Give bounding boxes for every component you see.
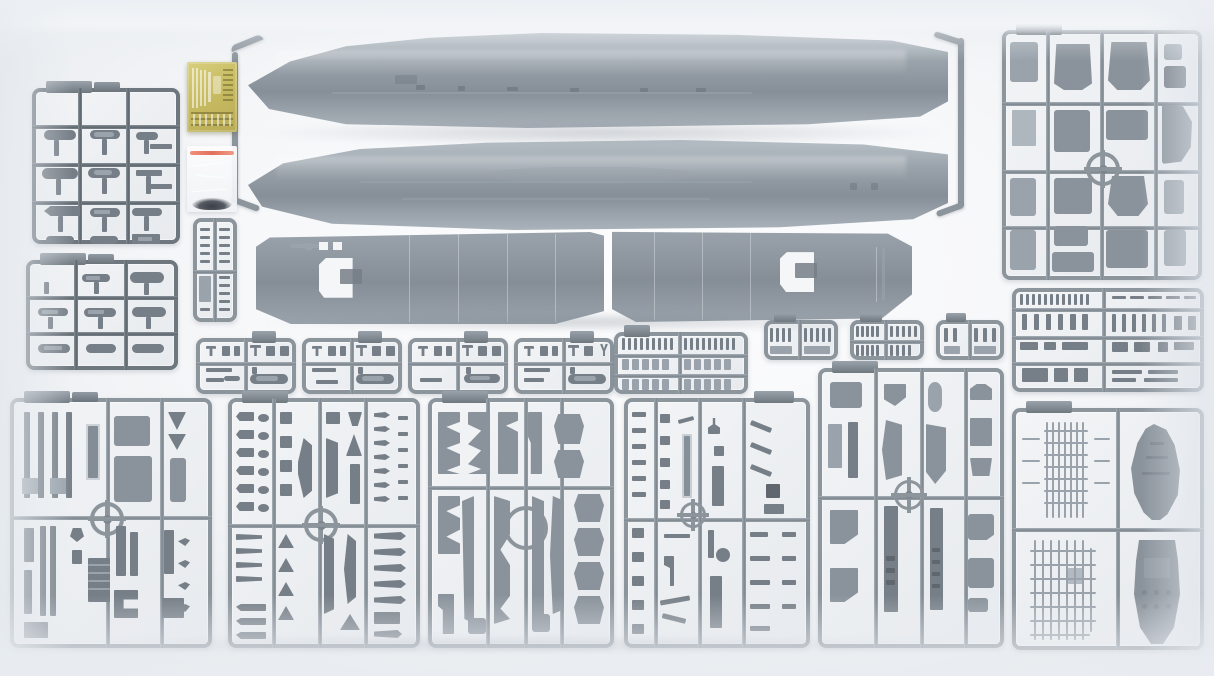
loose-runner-right-vertical [958, 38, 964, 208]
flight-deck-forward [256, 232, 604, 324]
sprue-aircraft-a [32, 81, 180, 244]
hull-half-upper [248, 33, 948, 128]
sprue-aircraft-mini-h1 [196, 331, 296, 394]
hull-upper-surface [248, 33, 948, 128]
sprue-aircraft-mini-h3 [408, 331, 508, 394]
sprue-hull-sponsons-q [428, 391, 614, 648]
sprue-railing-hullplate-t [1012, 401, 1204, 650]
bag-contents [192, 198, 232, 210]
sprue-aircraft-mini-h2 [302, 331, 402, 394]
sealed-parts-bag [187, 146, 237, 212]
sprue-deck-equipment-s [818, 361, 1004, 648]
scene-description: Overhead product photograph of an aircra… [0, 16, 1, 17]
flight-deck-aft [612, 231, 912, 322]
hull-lower-sheen [276, 156, 906, 180]
bag-seal-strip [190, 151, 234, 155]
sprue-aircraft-mini-h4 [514, 331, 614, 394]
sprue-deck-fittings-e [228, 391, 420, 648]
sprue-detail-strip-c [193, 218, 237, 322]
hull-lower-surface [248, 140, 948, 230]
sprue-aa-mini-m1 [764, 313, 838, 360]
sprue-aa-guns-l [614, 325, 748, 394]
sprue-aa-mini-m3 [936, 313, 1004, 360]
hull-half-lower [248, 140, 948, 230]
sprue-aa-mini-m2 [850, 313, 924, 360]
sprue-mast-crane-r [624, 391, 810, 648]
photo-etched-brass-fret [187, 62, 237, 132]
hull-upper-sheen [276, 50, 906, 75]
sprue-aircraft-b [26, 253, 178, 370]
sprue-fine-detail-u [1012, 288, 1204, 392]
scene-title: Plastic Model Kit Sprue Layout [0, 21, 1, 22]
sprue-superstructure-panels-f [1002, 23, 1202, 280]
sprue-island-structure-d [10, 391, 212, 648]
